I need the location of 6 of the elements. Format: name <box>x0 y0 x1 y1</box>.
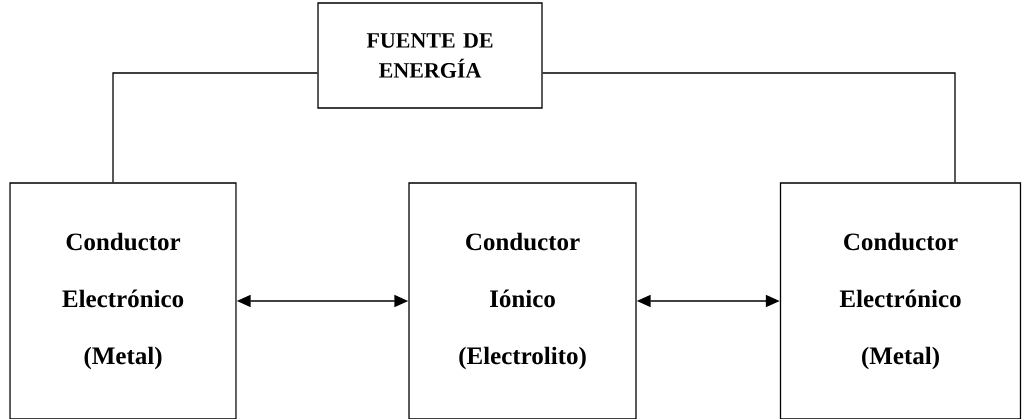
conductor-box: Conductor Iónico (Electrolito) <box>408 182 637 419</box>
conductor-box: Conductor Electrónico (Metal) <box>9 182 237 419</box>
connector-line <box>112 72 318 183</box>
conductor-box: Conductor Electrónico (Metal) <box>779 182 1022 419</box>
source-box: FUENTE DE ENERGÍA <box>317 2 543 109</box>
connector-line <box>542 72 956 183</box>
